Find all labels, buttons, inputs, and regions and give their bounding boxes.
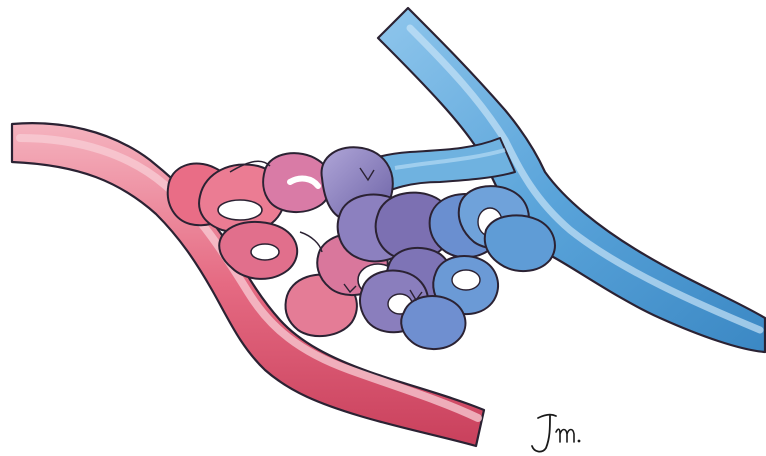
nidus-loop-3 bbox=[263, 153, 331, 212]
nidus-loop-14 bbox=[485, 215, 555, 271]
nidus-loop-16 bbox=[401, 296, 465, 349]
artist-signature bbox=[532, 415, 580, 452]
